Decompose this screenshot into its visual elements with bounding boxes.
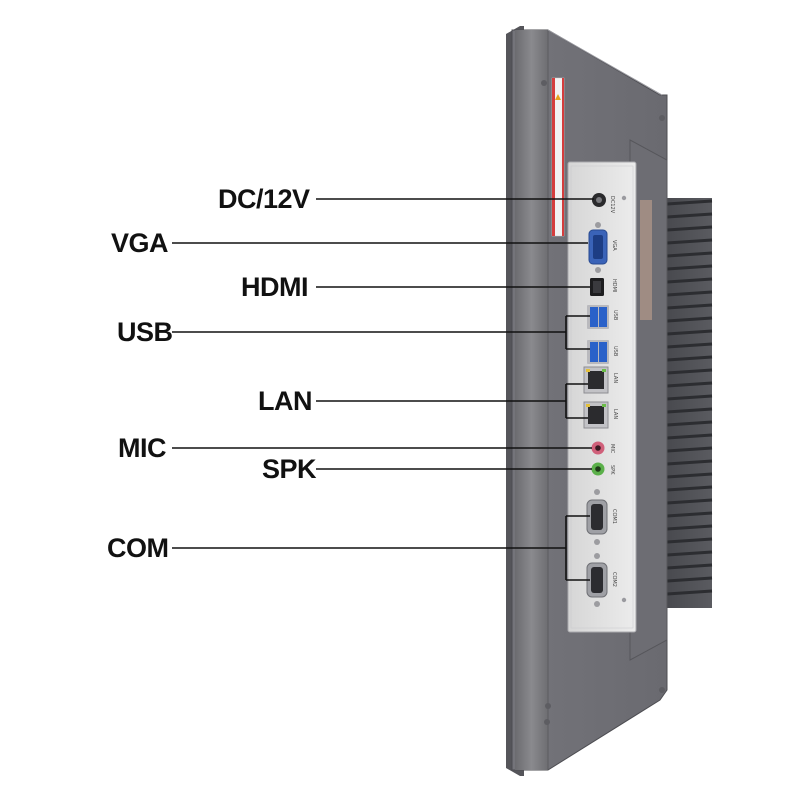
- label-dc-12v: DC/12V: [218, 184, 310, 214]
- label-hdmi: HDMI: [241, 272, 309, 302]
- com-2-marking: COM2: [611, 572, 617, 587]
- com-port-1[interactable]: COM1: [586, 489, 617, 545]
- lan-2-marking: LAN: [612, 409, 618, 419]
- usb-2-marking: USB: [612, 346, 618, 357]
- usb-leader: [172, 315, 590, 350]
- lan-1-marking: LAN: [612, 373, 618, 383]
- mic-marking: MIC: [609, 444, 615, 454]
- label-mic: MIC: [118, 433, 167, 463]
- mic-jack[interactable]: MIC: [591, 441, 616, 455]
- vga-port[interactable]: VGA: [588, 222, 617, 273]
- lan-port-1[interactable]: LAN: [583, 366, 618, 394]
- dc-jack[interactable]: DC12V: [592, 193, 615, 214]
- vga-marking: VGA: [611, 240, 617, 251]
- hdmi-marking: HDMI: [611, 279, 617, 292]
- label-usb: USB: [117, 317, 173, 347]
- screws: [541, 80, 665, 725]
- com-1-marking: COM1: [611, 509, 617, 524]
- dc-marking: DC12V: [609, 196, 615, 214]
- label-vga: VGA: [111, 228, 169, 258]
- lan-port-2[interactable]: LAN: [583, 401, 618, 429]
- spk-jack[interactable]: SPK: [591, 462, 616, 476]
- label-spk: SPK: [262, 454, 317, 484]
- chassis-side: [515, 30, 548, 770]
- label-com: COM: [107, 533, 169, 563]
- usb-1-marking: USB: [612, 310, 618, 321]
- leader-lines: [172, 198, 594, 581]
- com-leader: [172, 515, 590, 581]
- com-port-2[interactable]: COM2: [586, 553, 617, 607]
- lan-leader: [316, 383, 588, 419]
- rear-sticker: [640, 200, 652, 320]
- usb-port-2[interactable]: USB: [587, 340, 618, 364]
- io-panel: [567, 161, 637, 633]
- label-lan: LAN: [258, 386, 313, 416]
- hdmi-port[interactable]: HDMI: [590, 278, 617, 296]
- usb-port-1[interactable]: USB: [587, 305, 618, 329]
- spk-marking: SPK: [609, 465, 615, 475]
- warning-sticker: [551, 77, 565, 237]
